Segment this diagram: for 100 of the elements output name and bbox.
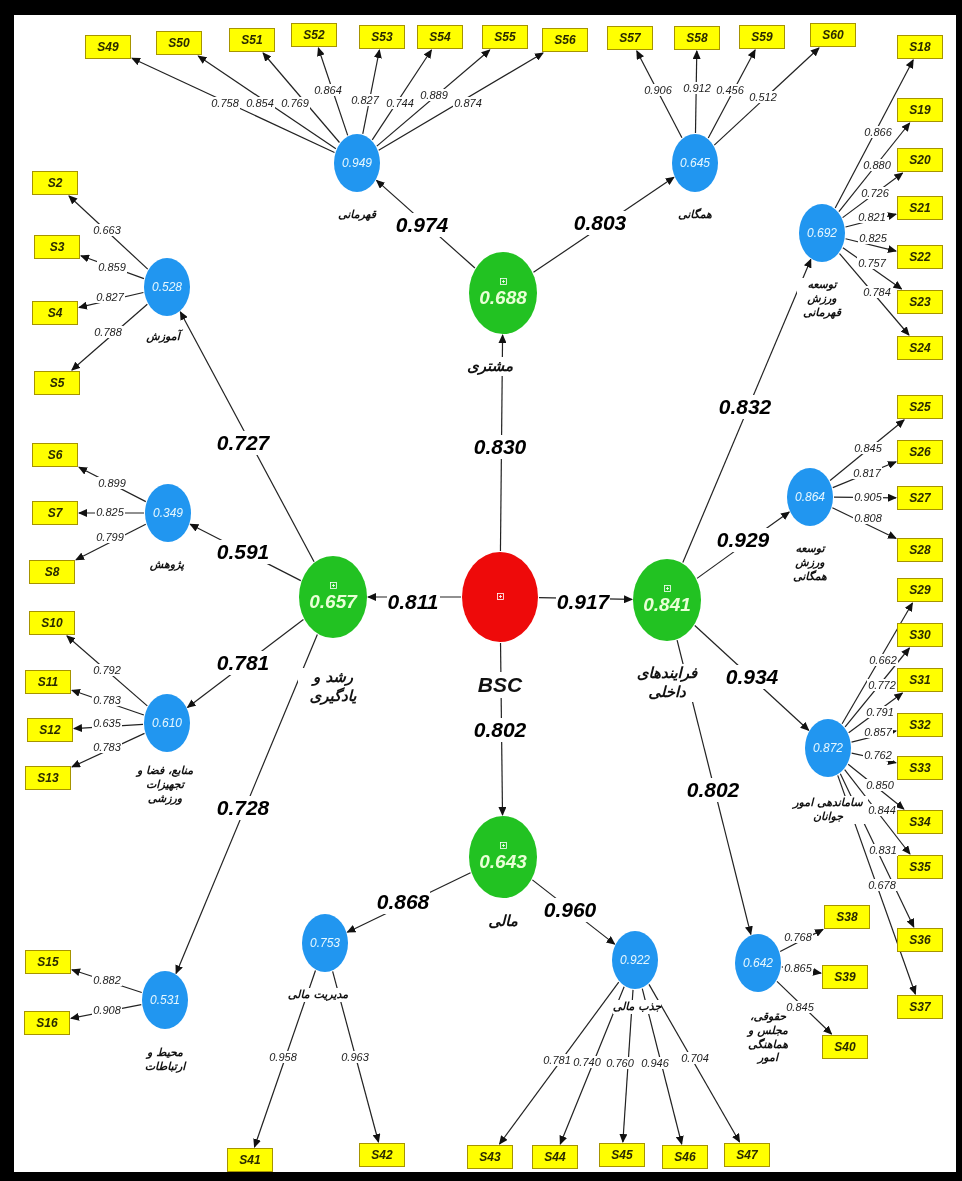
arrow xyxy=(707,49,756,139)
indicator-label: S13 xyxy=(37,771,59,785)
indicator-label: S56 xyxy=(554,33,576,47)
arrow xyxy=(619,989,634,1143)
indicator-box xyxy=(897,756,943,780)
indicator-label: S19 xyxy=(909,103,931,117)
indicator-box xyxy=(822,1035,868,1059)
indicator-label: S38 xyxy=(836,910,858,924)
indicator-label: S35 xyxy=(909,860,931,874)
indicator-label: S34 xyxy=(909,815,931,829)
indicator-box xyxy=(897,928,943,952)
loading-label: 0.512 xyxy=(748,90,778,104)
indicator-label: S43 xyxy=(479,1150,501,1164)
indicator-label: S30 xyxy=(909,628,931,642)
value-label: 0.349 xyxy=(153,506,183,520)
indicator-box xyxy=(897,148,943,172)
indicator-label: S23 xyxy=(909,295,931,309)
indicator-label: S16 xyxy=(36,1016,58,1030)
indicator-label: S40 xyxy=(834,1040,856,1054)
indicator-box xyxy=(897,995,943,1019)
indicator-box xyxy=(359,1143,405,1167)
arrow xyxy=(317,47,349,136)
loading-label: 0.456 xyxy=(715,83,745,97)
construct-name: جذب مالی xyxy=(612,1000,662,1014)
indicator-label: S58 xyxy=(686,31,708,45)
indicator-box xyxy=(739,25,785,49)
indicator-box xyxy=(662,1145,708,1169)
loading-label: 0.760 xyxy=(605,1056,635,1070)
indicator-box xyxy=(25,670,71,694)
indicator-label: S10 xyxy=(41,616,63,630)
indicator-box xyxy=(897,98,943,122)
loading-label: 0.808 xyxy=(853,511,883,525)
indicator-label: S39 xyxy=(834,970,856,984)
dimension-circle xyxy=(145,484,191,542)
value-label: 0.692 xyxy=(807,226,837,240)
indicator-label: S5 xyxy=(49,376,65,390)
loading-label: 0.905 xyxy=(853,490,883,504)
loading-label: 0.859 xyxy=(97,260,127,274)
loading-label: 0.762 xyxy=(863,748,893,762)
indicator-box xyxy=(824,905,870,929)
indicator-label: S11 xyxy=(37,675,59,689)
loading-label: 0.740 xyxy=(572,1055,602,1069)
loading-label: 0.882 xyxy=(92,973,122,987)
arrow xyxy=(179,311,315,563)
loading-label: 0.850 xyxy=(865,778,895,792)
loading-label: 0.864 xyxy=(313,83,343,97)
indicator-label: S55 xyxy=(494,30,516,44)
loading-label: 0.906 xyxy=(643,83,673,97)
loading-label: 0.880 xyxy=(862,158,892,172)
indicator-box xyxy=(810,23,856,47)
indicator-box xyxy=(291,23,337,47)
dimension-circle xyxy=(144,258,190,316)
loading-label: 0.772 xyxy=(867,678,897,692)
path-coefficient-label: 0.934 xyxy=(724,665,780,689)
indicator-label: S53 xyxy=(371,30,393,44)
arrow xyxy=(636,50,683,139)
value-label: 0.872 xyxy=(813,741,843,755)
value-label: 0.610 xyxy=(152,716,182,730)
indicator-box xyxy=(32,443,78,467)
arrow xyxy=(692,50,701,134)
construct-name: ساماندهی امور جوانان xyxy=(788,796,868,824)
arrow xyxy=(648,983,741,1143)
loading-label: 0.704 xyxy=(680,1051,710,1065)
indicator-box xyxy=(482,25,528,49)
loading-label: 0.844 xyxy=(867,803,897,817)
indicator-box xyxy=(897,668,943,692)
indicator-box xyxy=(897,855,943,879)
loading-label: 0.783 xyxy=(92,740,122,754)
loading-label: 0.845 xyxy=(853,441,883,455)
loading-label: 0.792 xyxy=(92,663,122,677)
indicator-label: S26 xyxy=(909,445,931,459)
indicator-box xyxy=(897,395,943,419)
indicator-box xyxy=(674,26,720,50)
indicator-label: S44 xyxy=(544,1150,566,1164)
value-label: 0.657 xyxy=(309,590,357,613)
indicator-box xyxy=(897,486,943,510)
loading-label: 0.744 xyxy=(385,96,415,110)
indicator-box xyxy=(29,560,75,584)
indicator-label: S42 xyxy=(371,1148,393,1162)
indicator-label: S8 xyxy=(44,565,60,579)
path-coefficient-label: 0.868 xyxy=(375,890,431,914)
indicator-box xyxy=(25,950,71,974)
loading-label: 0.963 xyxy=(340,1050,370,1064)
indicator-label: S57 xyxy=(619,31,641,45)
path-coefficient-label: 0.832 xyxy=(717,395,773,419)
indicator-label: S51 xyxy=(241,33,263,47)
construct-name: قهرمانی xyxy=(338,208,376,222)
arrow xyxy=(844,647,911,728)
indicator-label: S49 xyxy=(97,40,119,54)
indicator-label: S28 xyxy=(909,543,931,557)
arrow xyxy=(197,55,337,150)
indicator-box xyxy=(897,578,943,602)
loading-label: 0.758 xyxy=(210,96,240,110)
value-label: 0.645 xyxy=(680,156,710,170)
indicator-label: S54 xyxy=(429,30,451,44)
indicator-label: S50 xyxy=(168,36,190,50)
path-coefficient-label: 0.960 xyxy=(542,898,598,922)
value-label: 0.864 xyxy=(795,490,825,504)
arrow xyxy=(682,258,812,564)
indicator-box xyxy=(897,623,943,647)
